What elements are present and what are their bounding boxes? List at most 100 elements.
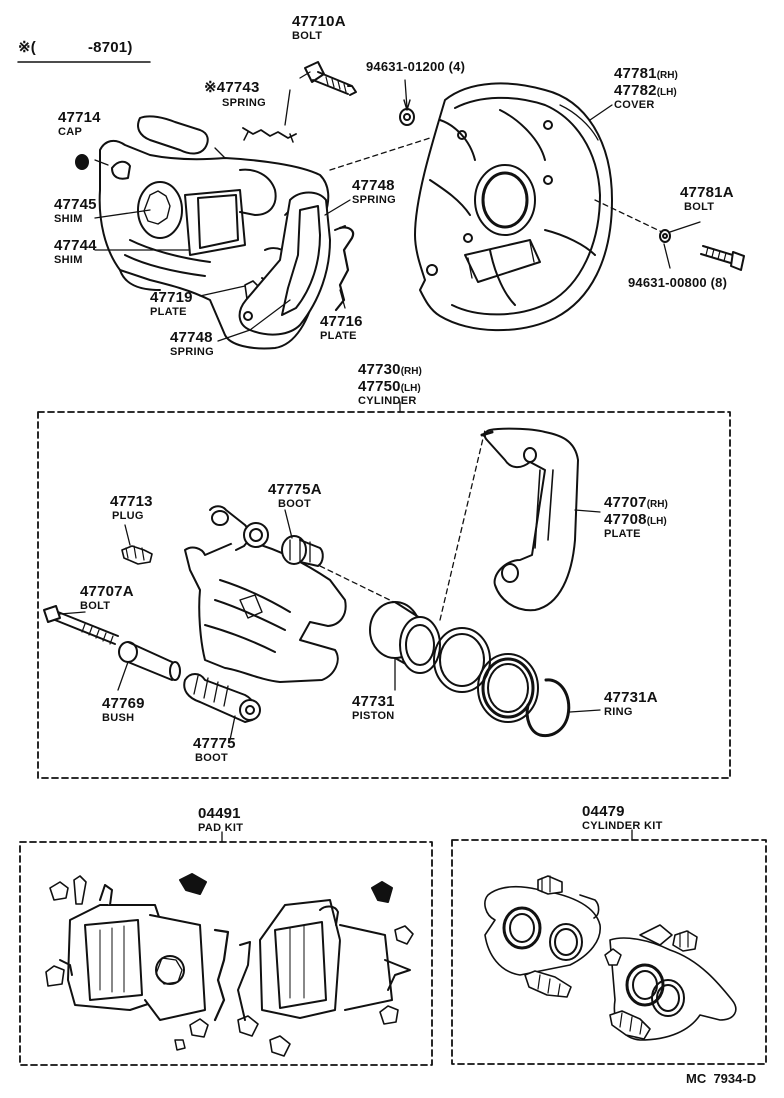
label-47775: 47775 BOOT (193, 736, 236, 764)
spring-47743-drawing (242, 127, 297, 143)
part-tag-rh: (RH) (656, 70, 678, 81)
label-47707A: 47707A BOLT (80, 584, 134, 612)
part-name: SPRING (222, 97, 266, 109)
label-94631-01200: 94631-01200 (4) (366, 59, 466, 74)
piston-seal-drawing (433, 627, 491, 693)
header-note-mark: ※ (18, 39, 31, 56)
part-name: CYLINDER KIT (582, 820, 663, 832)
bolt-47781A-drawing (659, 229, 745, 271)
part-number: 47745 (54, 196, 97, 213)
bracket-47707-drawing (480, 427, 579, 612)
part-name: BOOT (278, 498, 311, 510)
piston-47731-drawing (369, 601, 441, 674)
part-number: 47731A (604, 689, 658, 706)
part-name: PISTON (352, 710, 395, 722)
piston-boot-drawing (477, 653, 539, 723)
plug-47713-drawing (121, 545, 153, 565)
plate-47716-drawing (334, 225, 355, 312)
label-04479: 04479 CYLINDER KIT (582, 804, 663, 832)
part-name: BOLT (80, 600, 111, 612)
pad-carrier-top-drawing (238, 191, 331, 336)
part-name: PAD KIT (198, 822, 244, 834)
part-number: 47731 (352, 693, 395, 710)
label-47744: 47744 SHIM (54, 238, 97, 266)
part-number-lh: 47750 (358, 378, 401, 395)
part-number: 47744 (54, 237, 97, 254)
part-number: 47748 (352, 177, 395, 194)
nut-94631-01200-drawing (399, 99, 415, 126)
part-name: RING (604, 706, 633, 718)
part-number: 47775A (268, 481, 322, 498)
part-number: 04479 (582, 803, 625, 820)
cap-47714-drawing (75, 154, 89, 170)
cylinder-kit-box (451, 829, 767, 1065)
part-tag-lh: (LH) (656, 87, 677, 98)
label-47731A: 47731A RING (604, 690, 658, 718)
cylinder-kit-contents-drawing (484, 875, 737, 1041)
bolt-47710A-drawing (304, 61, 357, 96)
part-name: PLATE (150, 306, 187, 318)
header-note: ※(-8701) (18, 40, 133, 55)
label-47731: 47731 PISTON (352, 694, 395, 722)
header-note-paren: ( (30, 39, 36, 56)
label-47745: 47745 SHIM (54, 197, 97, 225)
part-name: SPRING (352, 194, 396, 206)
part-name: BOLT (292, 30, 323, 42)
label-47714: 47714 CAP (58, 110, 101, 138)
label-47707-47708: 47707(RH) 47708(LH) PLATE (604, 495, 668, 540)
part-number-rh: 47781 (614, 65, 657, 82)
part-number: 04491 (198, 805, 241, 822)
label-47769: 47769 BUSH (102, 696, 145, 724)
part-tag-rh: (RH) (400, 366, 422, 377)
part-number: 47707A (80, 583, 134, 600)
ring-47731A-drawing (525, 678, 571, 738)
part-name: BOOT (195, 752, 228, 764)
label-47748-bottom: 47748 SPRING (170, 330, 214, 358)
part-number: 47713 (110, 493, 153, 510)
label-47748-top: 47748 SPRING (352, 178, 396, 206)
label-47716: 47716 PLATE (320, 314, 363, 342)
dust-cover-47781-drawing (414, 82, 613, 332)
part-name: BOLT (684, 201, 715, 213)
pad-kit-box (19, 831, 433, 1066)
leader-lines-cylinder (59, 429, 601, 741)
boot-47775A-drawing (281, 535, 324, 567)
part-tag-rh: (RH) (646, 499, 668, 510)
label-94631-00800: 94631-00800 (8) (628, 275, 728, 290)
part-name: CYLINDER (358, 395, 417, 407)
label-47719: 47719 PLATE (150, 290, 193, 318)
label-47775A: 47775A BOOT (268, 482, 322, 510)
part-name: COVER (614, 99, 655, 111)
part-name: BUSH (102, 712, 135, 724)
part-number: 47769 (102, 695, 145, 712)
part-name: SHIM (54, 213, 83, 225)
part-number: 47716 (320, 313, 363, 330)
part-name: PLUG (112, 510, 144, 522)
part-mark: ※ (204, 79, 217, 96)
part-number: 47775 (193, 735, 236, 752)
label-47781A: 47781A BOLT (680, 185, 734, 213)
caliper-cylinder-drawing (184, 505, 347, 683)
part-number: 47710A (292, 13, 346, 30)
bolt-47707A-drawing (43, 605, 119, 645)
label-47781-47782: 47781(RH) 47782(LH) COVER (614, 66, 678, 111)
part-number-rh: 47707 (604, 494, 647, 511)
leader-lines-top (94, 71, 701, 342)
label-04491: 04491 PAD KIT (198, 806, 243, 834)
label-47743: ※47743 SPRING (204, 80, 266, 109)
part-name: SHIM (54, 254, 83, 266)
part-name: PLATE (320, 330, 357, 342)
label-47713: 47713 PLUG (110, 494, 153, 522)
part-tag-lh: (LH) (646, 516, 667, 527)
label-47710A: 47710A BOLT (292, 14, 346, 42)
part-number-lh: 47708 (604, 511, 647, 528)
cylinder-group-box (37, 401, 731, 779)
part-number-lh: 47782 (614, 82, 657, 99)
part-number: 47781A (680, 184, 734, 201)
diagram-code: MC 7934-D (686, 1071, 757, 1086)
part-number-rh: 47730 (358, 361, 401, 378)
part-number: 47748 (170, 329, 213, 346)
part-number: 47719 (150, 289, 193, 306)
